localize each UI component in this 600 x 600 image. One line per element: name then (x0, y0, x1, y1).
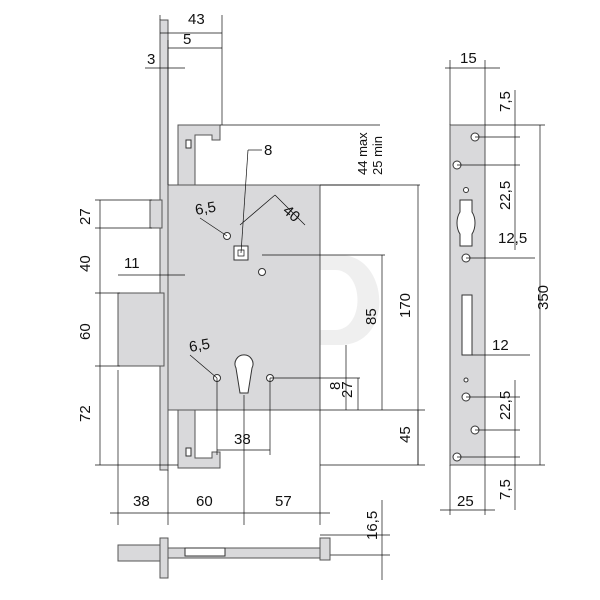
cylinder-cutout (234, 354, 254, 394)
follower-hole-right (258, 268, 266, 276)
dim-3: 3 (147, 51, 155, 68)
dim-left-40: 40 (77, 255, 94, 272)
dim-43: 43 (188, 11, 205, 28)
dim-fp-350: 350 (535, 285, 552, 310)
front-plate (159, 19, 169, 471)
dim-cylinder-hole: 6,5 (188, 336, 211, 356)
dim-fp-12-5: 12,5 (498, 230, 527, 247)
dim-fp-22-5-bottom: 22,5 (497, 391, 514, 420)
dim-170: 170 (397, 293, 414, 318)
dim-25-min: 25 min (370, 136, 385, 175)
faceplate-view (440, 60, 545, 515)
dim-45: 45 (397, 426, 414, 443)
bottom-section-view (117, 537, 331, 579)
dim-16-5: 16,5 (364, 511, 381, 540)
dim-fp-25: 25 (457, 493, 474, 510)
dim-left-72: 72 (77, 405, 94, 422)
dim-27-right: 27 (339, 381, 356, 398)
dim-5: 5 (183, 31, 191, 48)
dim-85: 85 (363, 308, 380, 325)
dead-bolt (117, 292, 165, 367)
dim-fp-7-5-top: 7,5 (497, 91, 514, 112)
dim-bottom-60: 60 (196, 493, 213, 510)
lock-body-view (117, 19, 321, 471)
lower-bracket (177, 409, 221, 469)
dim-fp-7-5-bottom: 7,5 (497, 479, 514, 500)
dim-bottom-38: 38 (133, 493, 150, 510)
latch-bolt (149, 199, 163, 229)
dim-44-max: 44 max (355, 132, 370, 175)
upper-bracket (177, 124, 221, 186)
dim-left-11: 11 (124, 255, 140, 272)
dim-fp-15: 15 (460, 50, 477, 67)
dim-8-right: 8 (327, 382, 344, 390)
dim-cylinder-38: 38 (234, 431, 251, 448)
dim-bottom-57: 57 (275, 493, 292, 510)
dim-left-60: 60 (77, 323, 94, 340)
dim-follower-hole: 6,5 (194, 199, 217, 219)
dim-left-27: 27 (77, 208, 94, 225)
dim-fp-22-5-top: 22,5 (497, 181, 514, 210)
dimension-lines (95, 15, 425, 580)
dim-fp-12: 12 (492, 337, 509, 354)
dim-follower-8: 8 (264, 142, 272, 159)
